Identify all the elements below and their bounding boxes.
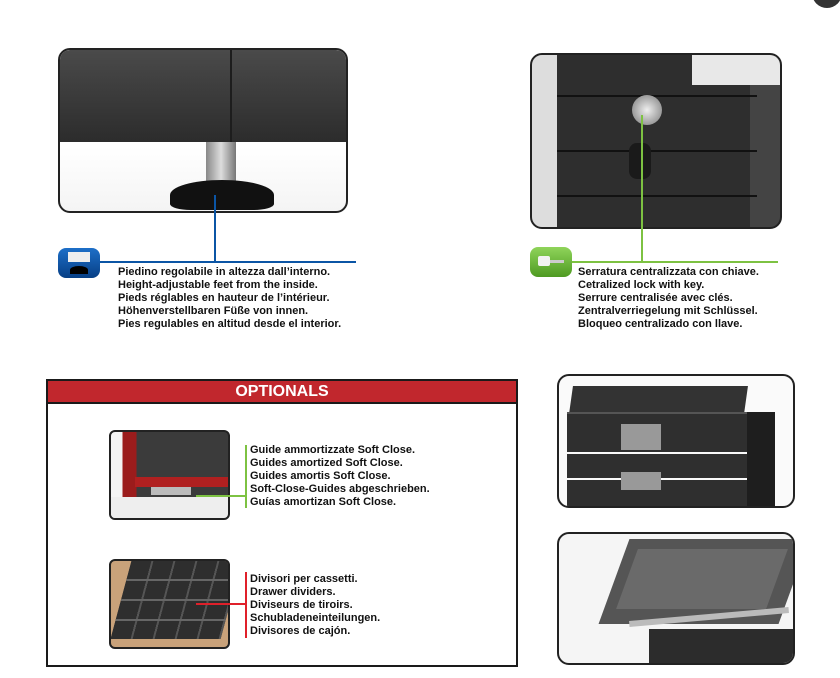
- lock-line: Bloqueo centralizado con llave.: [578, 318, 743, 330]
- soft-close-bar: [245, 445, 247, 508]
- feet-description: Piedino regolabile in altezza dall’inter…: [118, 266, 341, 331]
- feet-divider-line: [100, 261, 356, 263]
- lock-key-icon: [530, 247, 572, 277]
- lock-divider-line: [572, 261, 778, 263]
- soft-close-photo: [109, 430, 230, 520]
- optionals-header: OPTIONALS: [48, 381, 516, 404]
- optionals-panel: OPTIONALS: [46, 379, 518, 667]
- dividers-line: Divisori per cassetti.: [250, 573, 358, 585]
- drawer-cabinet-photo: [557, 374, 795, 508]
- soft-close-line: Guides amortized Soft Close.: [250, 457, 403, 469]
- lock-line: Serrure centralisée avec clés.: [578, 292, 733, 304]
- feet-line: Höhenverstellbaren Füße von innen.: [118, 305, 309, 317]
- dividers-line: Drawer dividers.: [250, 586, 336, 598]
- adjustable-feet-photo: [58, 48, 348, 213]
- open-drawer-photo: [557, 532, 795, 665]
- central-lock-photo: [530, 53, 782, 229]
- feet-line: Height-adjustable feet from the inside.: [118, 279, 318, 291]
- dividers-line: Divisores de cajón.: [250, 625, 351, 637]
- dividers-pointer: [196, 603, 246, 605]
- soft-close-line: Guide ammortizzate Soft Close.: [250, 444, 416, 456]
- feet-line: Piedino regolabile in altezza dall’inter…: [118, 266, 331, 278]
- lock-pointer-line: [641, 115, 643, 263]
- dividers-bar: [245, 572, 247, 638]
- lock-line: Zentralverriegelung mit Schlüssel.: [578, 305, 758, 317]
- optionals-title: OPTIONALS: [235, 383, 329, 400]
- dividers-description: Divisori per cassetti. Drawer dividers. …: [250, 573, 380, 638]
- adjustable-foot-icon: [58, 248, 100, 278]
- soft-close-line: Soft-Close-Guides abgeschrieben.: [250, 483, 430, 495]
- soft-close-pointer: [196, 495, 246, 497]
- lock-line: Serratura centralizzata con chiave.: [578, 266, 759, 278]
- feet-line: Pies regulables en altitud desde el inte…: [118, 318, 342, 330]
- feet-line: Pieds réglables en hauteur de l’intérieu…: [118, 292, 330, 304]
- dividers-line: Diviseurs de tiroirs.: [250, 599, 353, 611]
- lock-line: Cetralized lock with key.: [578, 279, 705, 291]
- soft-close-line: Guías amortizan Soft Close.: [250, 496, 397, 508]
- dividers-line: Schubladeneinteilungen.: [250, 612, 381, 624]
- feet-pointer-line: [214, 195, 216, 263]
- soft-close-description: Guide ammortizzate Soft Close. Guides am…: [250, 444, 430, 509]
- soft-close-line: Guides amortis Soft Close.: [250, 470, 391, 482]
- corner-decoration: [812, 0, 840, 8]
- lock-description: Serratura centralizzata con chiave. Cetr…: [578, 266, 759, 331]
